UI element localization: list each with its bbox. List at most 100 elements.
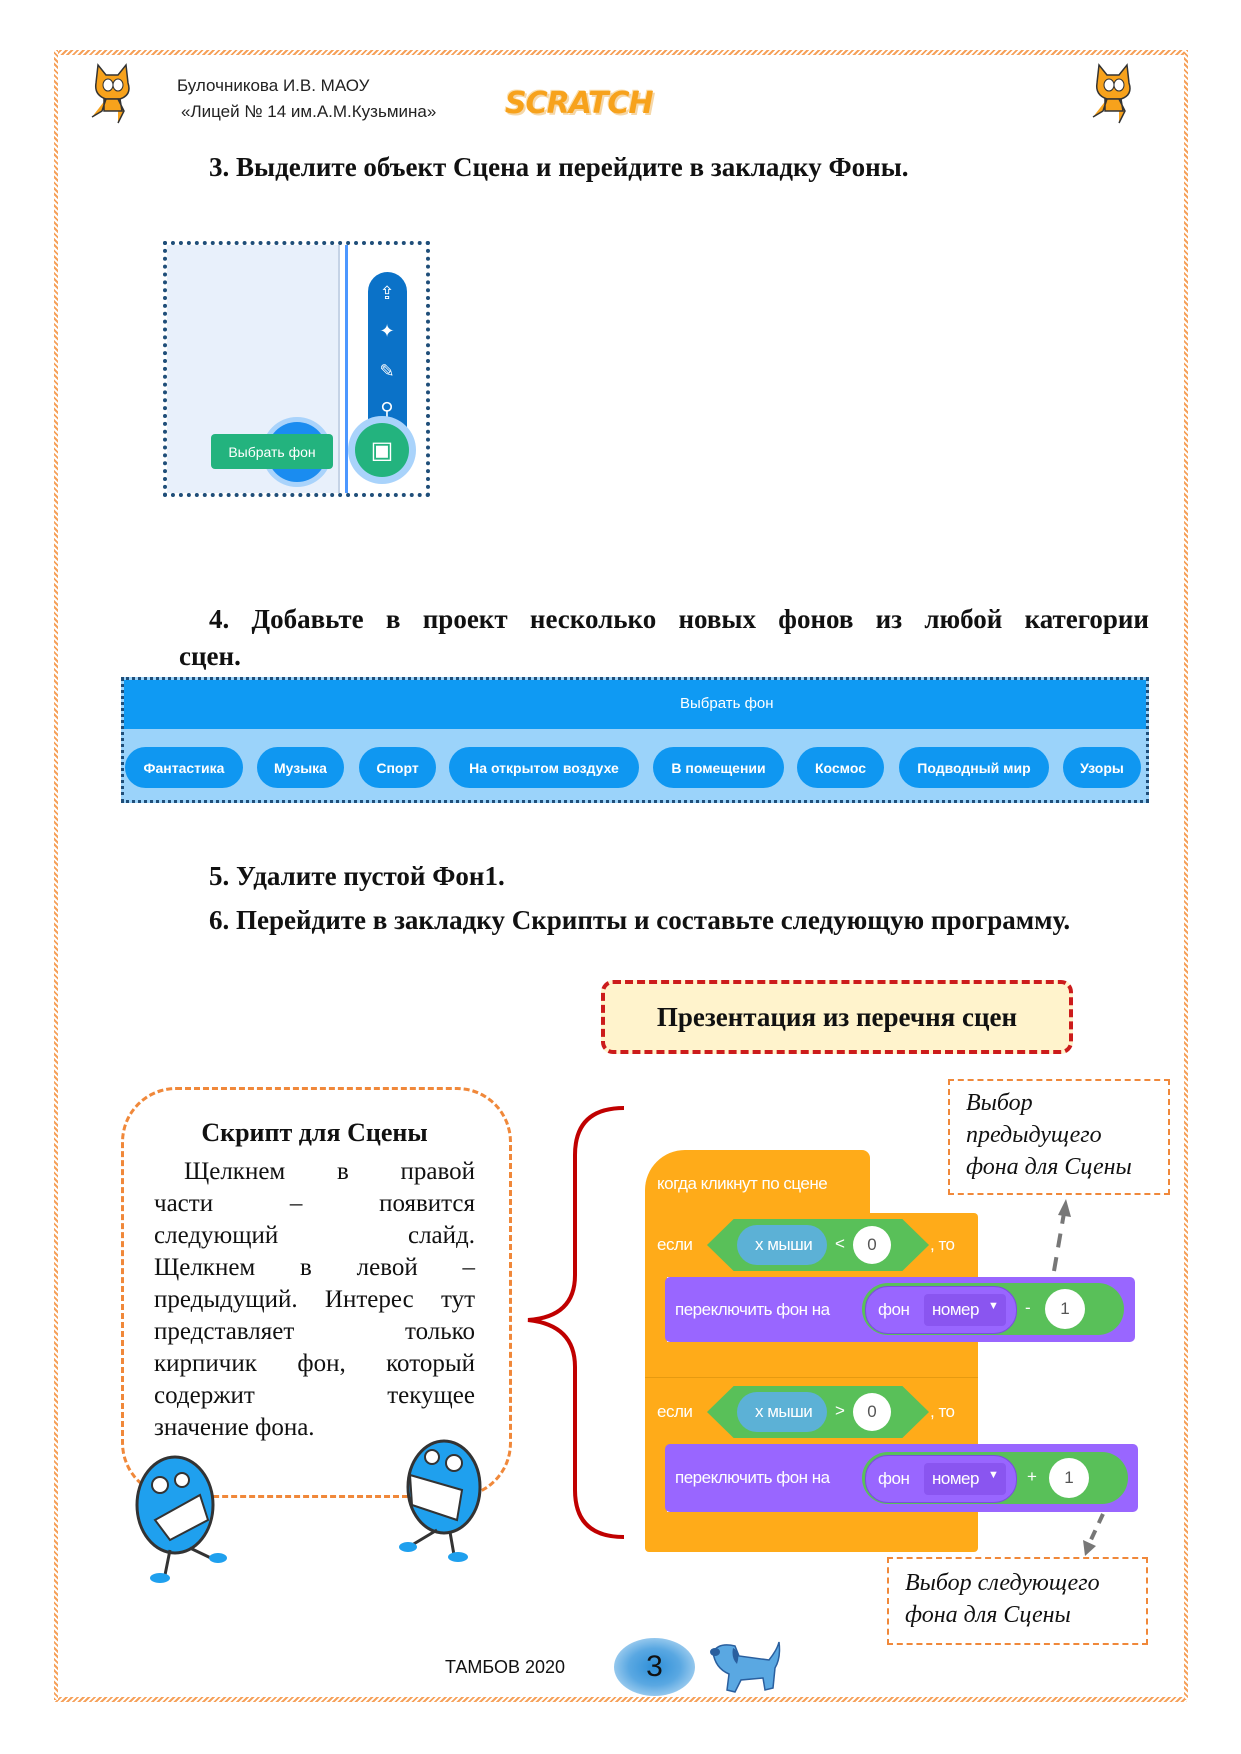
note-line: кирпичик фон, который [154,1350,475,1377]
if-block-1-end [645,1342,978,1377]
library-header: Выбрать фон [124,680,1146,729]
page-border-top [54,50,1187,55]
dropdown-value: номер [932,1300,979,1319]
arrow-up-icon [1052,1199,1071,1272]
if-block-1-arm [645,1277,667,1342]
then-label: , то [930,1402,955,1421]
backdrop-toolbar: ⇪ ✦ ✎ ⚲ [368,272,407,452]
value-input[interactable]: 0 [853,1226,891,1264]
header-author: Булочникова И.В. МАОУ [177,76,370,95]
then-label: , то [930,1235,955,1254]
backdrop-reporter[interactable]: фон номер ▼ [865,1286,1017,1334]
header-school: «Лицей № 14 им.А.М.Кузьмина» [181,102,437,121]
curly-brace [527,1106,625,1539]
monster-icon [135,1455,227,1583]
script-note-box [121,1087,512,1498]
operator: < [835,1234,845,1253]
scratch-cat-icon [91,63,130,124]
step-3-text: Выделите объект Сцена и перейдите в закл… [236,152,909,182]
dog-icon [710,1641,781,1693]
footer-city: ТАМБОВ 2020 [445,1657,566,1677]
dropdown-value: номер [932,1469,979,1488]
step-3-heading: 3. Выделите объект Сцена и перейдите в з… [209,152,909,183]
reporter-label: x мыши [755,1235,813,1254]
value-input[interactable]: 1 [1045,1289,1085,1329]
reporter-label: x мыши [755,1402,813,1421]
divider [338,245,340,493]
arrow-down-icon [1083,1513,1105,1556]
scratch-cat-icon [1092,63,1131,124]
switch-label: переключить фон на [675,1300,830,1319]
if-block-1[interactable]: если x мыши < 0 , то [645,1213,978,1277]
page-border-right [1184,50,1188,1700]
note-line: предыдущий. Интерес тут [154,1286,475,1313]
category-fantasy[interactable]: Фантастика [125,747,243,788]
if-block-2[interactable]: если x мыши > 0 , то [645,1377,978,1445]
annotation-next: Выбор следующего фона для Сцены [887,1557,1148,1645]
library-title: Выбрать фон [680,695,774,712]
script-note-title: Скрипт для Сцены [201,1118,428,1147]
annotation-line: предыдущего [966,1122,1102,1148]
category-space[interactable]: Космос [797,747,884,788]
annotation-line: фона для Сцены [966,1154,1132,1180]
mouse-x-reporter[interactable]: x мыши [737,1392,827,1432]
value-input[interactable]: 0 [853,1393,891,1431]
page-border-bottom [54,1697,1187,1702]
annotation-line: Выбор следующего [905,1570,1100,1596]
operator: > [835,1401,845,1420]
step-6: 6. Перейдите в закладку Скрипты и состав… [209,905,1071,935]
switch-backdrop-block-1[interactable]: переключить фон на фон номер ▼ - 1 [665,1277,1135,1342]
chevron-down-icon: ▼ [988,1300,999,1312]
page-border-left [54,50,58,1700]
operator: - [1025,1298,1031,1317]
if-label: если [657,1235,693,1254]
if-block-2-end [645,1512,978,1552]
reporter-label: фон [878,1300,910,1319]
switch-backdrop-block-2[interactable]: переключить фон на фон номер ▼ + 1 [665,1444,1138,1512]
choose-backdrop-tooltip: Выбрать фон [211,434,333,469]
divider [345,245,348,493]
note-line: следующий слайд. [154,1222,475,1249]
annotation-previous: Выбор предыдущего фона для Сцены [948,1079,1170,1195]
category-indoors[interactable]: В помещении [653,747,784,788]
note-line: значение фона. [154,1414,315,1441]
paint-icon[interactable]: ✎ [379,360,395,381]
choose-backdrop-icon[interactable]: ▣ [355,423,409,477]
category-patterns[interactable]: Узоры [1063,747,1141,788]
note-line: содержит текущее [154,1382,475,1409]
chevron-down-icon: ▼ [988,1469,999,1481]
mouse-x-reporter[interactable]: x мыши [737,1225,827,1265]
search-icon[interactable]: ⚲ [380,398,394,419]
step-3-number: 3. [209,152,230,182]
step-4-line1: 4. Добавьте в проект несколько новых фон… [209,604,1149,634]
surprise-icon[interactable]: ✦ [379,320,395,341]
step-5: 5. Удалите пустой Фон1. [209,861,505,891]
note-line: части – появится [154,1190,475,1217]
annotation-line: фона для Сцены [905,1602,1071,1628]
category-sports[interactable]: Спорт [359,747,436,788]
if-block-2-arm [645,1444,667,1512]
operator: + [1027,1467,1037,1486]
hat-block-label: когда кликнут по сцене [657,1174,828,1193]
value-input[interactable]: 1 [1049,1458,1089,1498]
if-label: если [657,1402,693,1421]
number-dropdown[interactable]: номер ▼ [924,1294,1006,1326]
note-line: представляет только [154,1318,475,1345]
scratch-logo: SCRATCH [505,86,654,121]
section-title: Презентация из перечня сцен [601,980,1073,1054]
switch-label: переключить фон на [675,1468,830,1487]
note-line: Щелкнем в правой [184,1158,475,1185]
reporter-label: фон [878,1469,910,1488]
note-line: Щелкнем в левой – [154,1254,475,1281]
page-number: 3 [614,1638,695,1696]
category-music[interactable]: Музыка [257,747,344,788]
upload-icon[interactable]: ⇪ [379,282,395,303]
stage-backdrop-panel: ⇪ ✦ ✎ ⚲ ▣ Выбрать фон [163,241,430,497]
hat-block[interactable]: когда кликнут по сцене [645,1150,870,1216]
category-outdoors[interactable]: На открытом воздухе [449,747,639,788]
monster-icon [399,1439,482,1562]
backdrop-reporter[interactable]: фон номер ▼ [865,1455,1017,1503]
category-underwater[interactable]: Подводный мир [899,747,1049,788]
number-dropdown[interactable]: номер ▼ [924,1463,1006,1495]
